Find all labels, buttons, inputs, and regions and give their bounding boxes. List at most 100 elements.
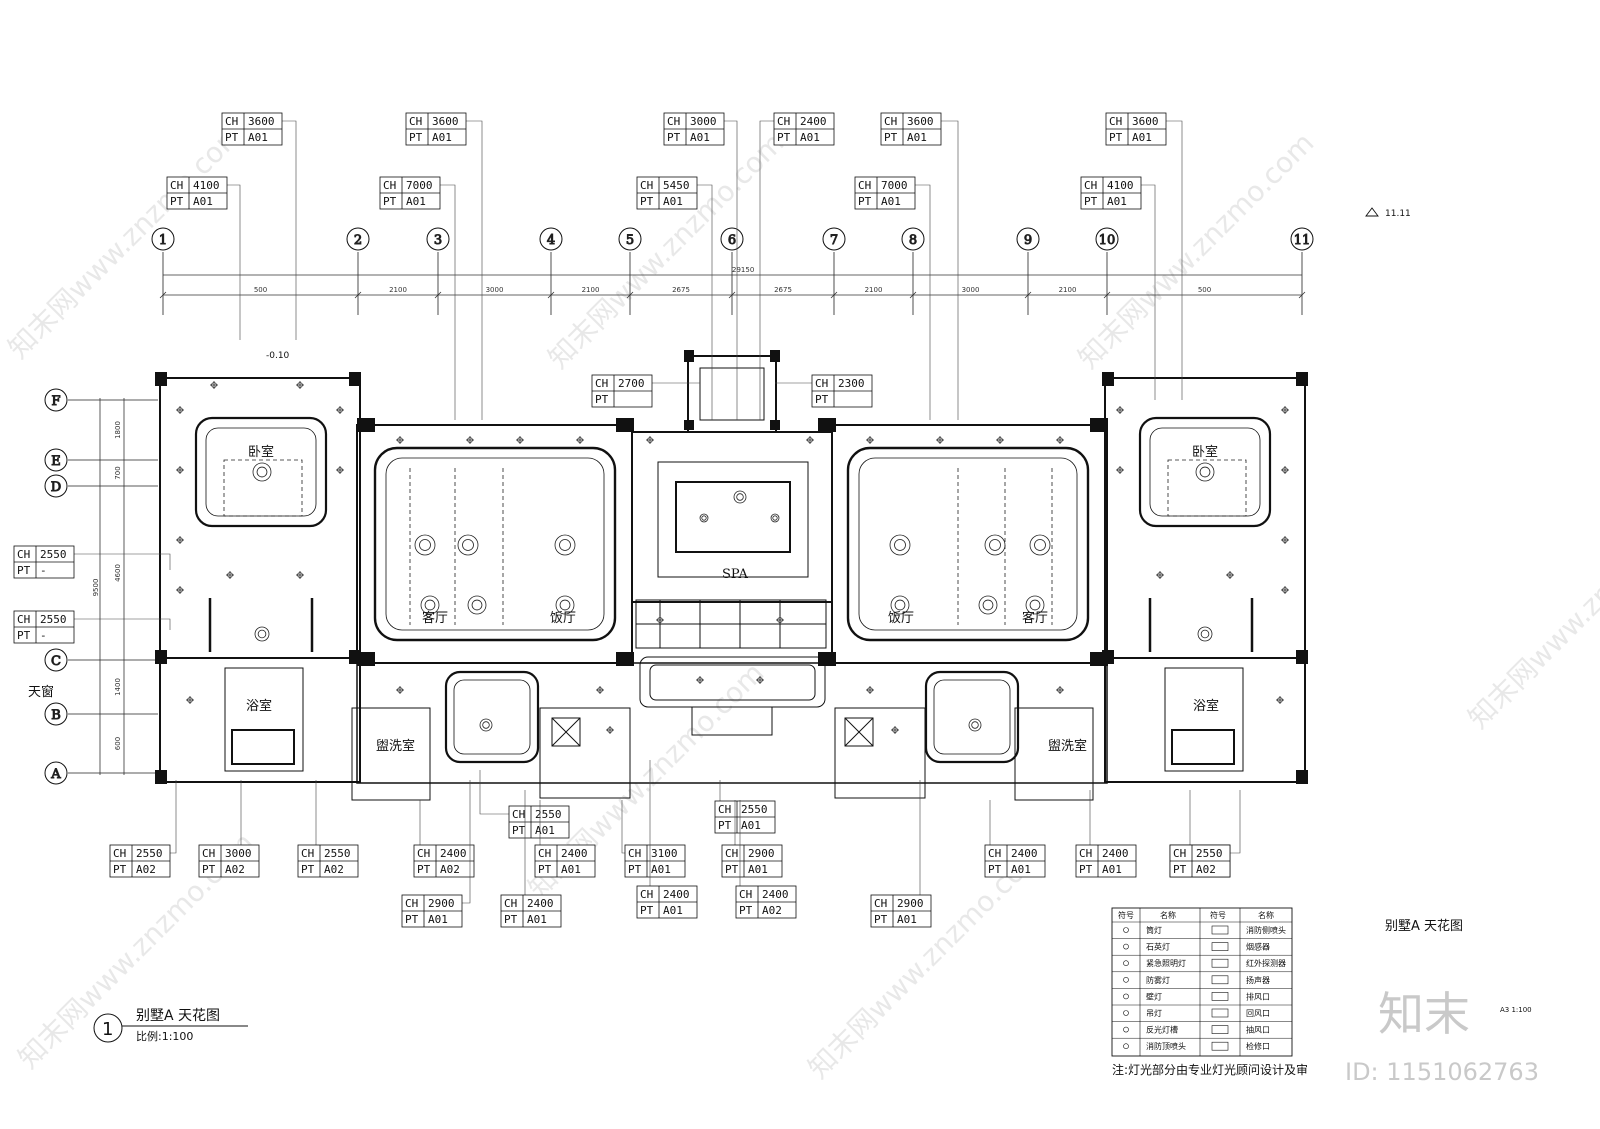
tag-ch-value: 2300: [838, 377, 865, 390]
pendant-lamp: [1199, 466, 1211, 478]
legend-header-symbol: 符号: [1118, 910, 1134, 920]
tag-key-pt: PT: [640, 904, 654, 917]
tag-key-pt: PT: [170, 195, 184, 208]
room-bedroom-left: 卧室: [248, 444, 274, 460]
drawing-note: 注:灯光部分由专业灯光顾问设计及审: [1112, 1062, 1308, 1077]
tag-ch-value: 2550: [535, 808, 562, 821]
tag-key-ch: CH: [202, 847, 215, 860]
legend-name: 消防顶喷头: [1146, 1041, 1186, 1051]
axis-label-5: 5: [626, 233, 634, 248]
tag-key-ch: CH: [538, 847, 551, 860]
watermark-logo: 知末: [1378, 987, 1470, 1041]
axis-label-8: 8: [909, 233, 917, 248]
pendant-lamp: [733, 490, 747, 504]
tag-pt-value: A01: [432, 131, 452, 144]
tag-ch-value: 3600: [432, 115, 459, 128]
tag-key-pt: PT: [884, 131, 898, 144]
tag-pt-value: A01: [897, 913, 917, 926]
axis-label-E: E: [51, 454, 61, 469]
drawing-number: 1: [102, 1019, 113, 1040]
pendant-lamp: [254, 626, 270, 642]
segment-dimension: 2675: [672, 286, 690, 294]
legend-name: 壁灯: [1146, 991, 1162, 1001]
tag-key-ch: CH: [640, 179, 653, 192]
level-mark: 11.11 -0.10: [266, 207, 1411, 361]
tag-key-ch: CH: [858, 179, 871, 192]
tag-ch-value: 2550: [1196, 847, 1223, 860]
tag-key-ch: CH: [777, 115, 790, 128]
tag-key-ch: CH: [640, 888, 653, 901]
watermark-text: 知末网www.znzmo.com: [2, 116, 251, 365]
tag-ch-value: 7000: [881, 179, 908, 192]
pendant-lamp: [968, 718, 982, 732]
tag-key-ch: CH: [17, 613, 30, 626]
tag-key-pt: PT: [17, 629, 31, 642]
room-dining-left: 饭厅: [550, 611, 576, 626]
axis-label-B: B: [51, 708, 61, 723]
side-dimension: 700: [114, 466, 122, 479]
tag-ch-value: 2400: [800, 115, 827, 128]
tag-key-pt: PT: [301, 863, 315, 876]
pendant-lamp: [252, 462, 272, 482]
tag-pt-value: A01: [561, 863, 581, 876]
legend-name: 筒灯: [1146, 925, 1162, 935]
tag-key-ch: CH: [1173, 847, 1186, 860]
pendant-lamp: [701, 515, 707, 521]
tag-key-pt: PT: [409, 131, 423, 144]
pendant-lamp: [457, 534, 479, 556]
tag-key-pt: PT: [777, 131, 791, 144]
axis-label-6: 6: [728, 233, 736, 248]
side-dimension: 4600: [114, 564, 122, 582]
tag-pt-value: A01: [1102, 863, 1122, 876]
pendant-lamp: [414, 534, 436, 556]
side-dimension: 600: [114, 737, 122, 750]
tag-key-pt: PT: [725, 863, 739, 876]
legend-symbol: [1123, 1043, 1129, 1049]
pendant-lamp: [467, 595, 487, 615]
tag-key-ch: CH: [225, 115, 238, 128]
tag-ch-value: 2550: [40, 613, 67, 626]
pendant-lamp: [770, 513, 780, 523]
tag-ch-value: 2400: [1102, 847, 1129, 860]
legend-name: 红外探测器: [1246, 958, 1286, 968]
segment-dimension: 2100: [389, 286, 407, 294]
legend-symbol: [1123, 1010, 1129, 1016]
legend-name: 消防侧喷头: [1246, 925, 1286, 935]
tag-key-ch: CH: [988, 847, 1001, 860]
tag-ch-value: 2400: [527, 897, 554, 910]
legend-name: 扬声器: [1246, 975, 1270, 985]
tag-key-ch: CH: [405, 897, 418, 910]
tag-ch-value: 2400: [762, 888, 789, 901]
legend-name: 石英灯: [1146, 942, 1170, 952]
tag-key-pt: PT: [988, 863, 1002, 876]
overall-dimension: 29150: [732, 266, 754, 274]
pendant-lamp: [1200, 629, 1210, 639]
tag-pt-value: A01: [663, 904, 683, 917]
tag-ch-value: 2900: [748, 847, 775, 860]
legend-symbol: [1123, 943, 1129, 950]
tag-ch-value: 2900: [897, 897, 924, 910]
pendant-lamp: [471, 599, 483, 611]
tag-key-pt: PT: [815, 393, 829, 406]
legend-name: 紧急照明灯: [1146, 958, 1186, 968]
axis-label-F: F: [51, 394, 60, 409]
tag-pt-value: A01: [193, 195, 213, 208]
pendant-lamp: [482, 721, 490, 729]
pendant-lamp: [554, 534, 576, 556]
tag-key-pt: PT: [1109, 131, 1123, 144]
tag-ch-value: 2700: [618, 377, 645, 390]
tag-pt-value: A01: [748, 863, 768, 876]
tag-pt-value: A01: [406, 195, 426, 208]
